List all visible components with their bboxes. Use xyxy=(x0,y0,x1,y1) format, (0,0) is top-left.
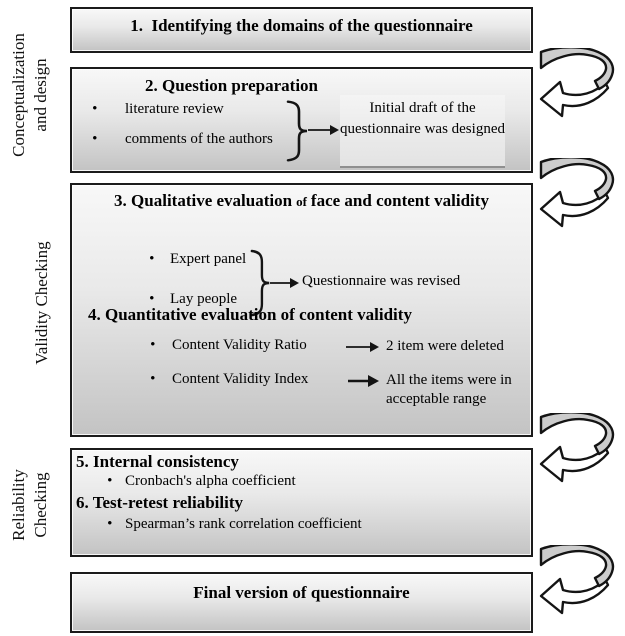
list-item-label: comments of the authors xyxy=(125,131,273,147)
right-arrow-icon xyxy=(270,276,300,290)
list-item: Lay people xyxy=(149,291,237,308)
list-item: Cronbach's alpha coefficient xyxy=(107,473,296,490)
loop-arrow-icon xyxy=(539,413,617,485)
step6-title: 6. Test-retest reliability xyxy=(76,493,243,512)
right-arrow-icon xyxy=(346,374,380,388)
step1-box: 1. Identifying the domains of the questi… xyxy=(70,7,533,53)
bullet-icon xyxy=(92,101,125,118)
loop-arrow-icon xyxy=(539,158,617,230)
step3-result-text: Questionnaire was revised xyxy=(302,273,461,289)
list-item: comments of the authors xyxy=(92,131,273,148)
bullet-icon xyxy=(150,337,172,354)
phase-label-validity-checking: Validity Checking xyxy=(32,241,51,365)
bullet-icon xyxy=(107,473,125,490)
list-item: literature review xyxy=(92,101,224,118)
phase-label-reliability-checking: Reliability Checking xyxy=(9,469,50,541)
list-item-label: Cronbach's alpha coefficient xyxy=(125,473,296,489)
bullet-icon xyxy=(107,516,125,533)
list-item-label: Spearman’s rank correlation coefficient xyxy=(125,516,362,532)
step5-box: 5. Internal consistency Cronbach's alpha… xyxy=(70,448,533,557)
phase-label-conceptualization: Conceptualization and design xyxy=(9,33,50,157)
bullet-icon xyxy=(149,251,170,268)
brace-icon xyxy=(250,248,272,318)
final-box: Final version of questionnaire xyxy=(70,572,533,633)
step3-box: 3. Qualitative evaluation of face and co… xyxy=(70,183,533,437)
step3-title: 3. Qualitative evaluation of face and co… xyxy=(72,191,531,211)
step5-title: 5. Internal consistency xyxy=(76,452,239,471)
list-item-outcome: 2 item were deleted xyxy=(386,338,504,354)
list-item-outcome: All the items were in acceptable range xyxy=(386,372,512,407)
loop-arrow-icon xyxy=(539,48,617,120)
step3-title-tail: face and content validity xyxy=(310,191,489,210)
final-title: Final version of questionnaire xyxy=(193,583,410,602)
step1-title: 1. Identifying the domains of the questi… xyxy=(130,16,473,35)
step3-title-lead: 3. Qualitative evaluation xyxy=(114,191,293,210)
step4-title: 4. Quantitative evaluation of content va… xyxy=(88,305,412,324)
step2-box: 2. Question preparation literature revie… xyxy=(70,67,533,173)
bullet-icon xyxy=(92,131,125,148)
right-arrow-icon xyxy=(346,340,380,354)
list-item-label: literature review xyxy=(125,101,224,117)
bullet-icon xyxy=(150,371,172,388)
list-item-label: Content Validity Index xyxy=(172,371,309,387)
list-item: Expert panel xyxy=(149,251,246,268)
step2-title: 2. Question preparation xyxy=(145,76,319,95)
step2-result-text: Initial draft of the questionnaire was d… xyxy=(340,100,505,137)
list-item-label: Content Validity Ratio xyxy=(172,337,307,353)
list-item: Content Validity Index All the items wer… xyxy=(150,371,536,409)
loop-arrow-icon xyxy=(539,545,617,617)
list-item-label: Expert panel xyxy=(170,251,247,267)
step3-title-of: of xyxy=(296,194,307,209)
brace-icon xyxy=(286,99,310,163)
list-item: Spearman’s rank correlation coefficient xyxy=(107,516,362,533)
list-item: Content Validity Ratio 2 item were delet… xyxy=(150,337,536,356)
list-item-label: Lay people xyxy=(170,291,238,307)
step2-result-box: Initial draft of the questionnaire was d… xyxy=(340,95,505,168)
right-arrow-icon xyxy=(308,123,340,137)
